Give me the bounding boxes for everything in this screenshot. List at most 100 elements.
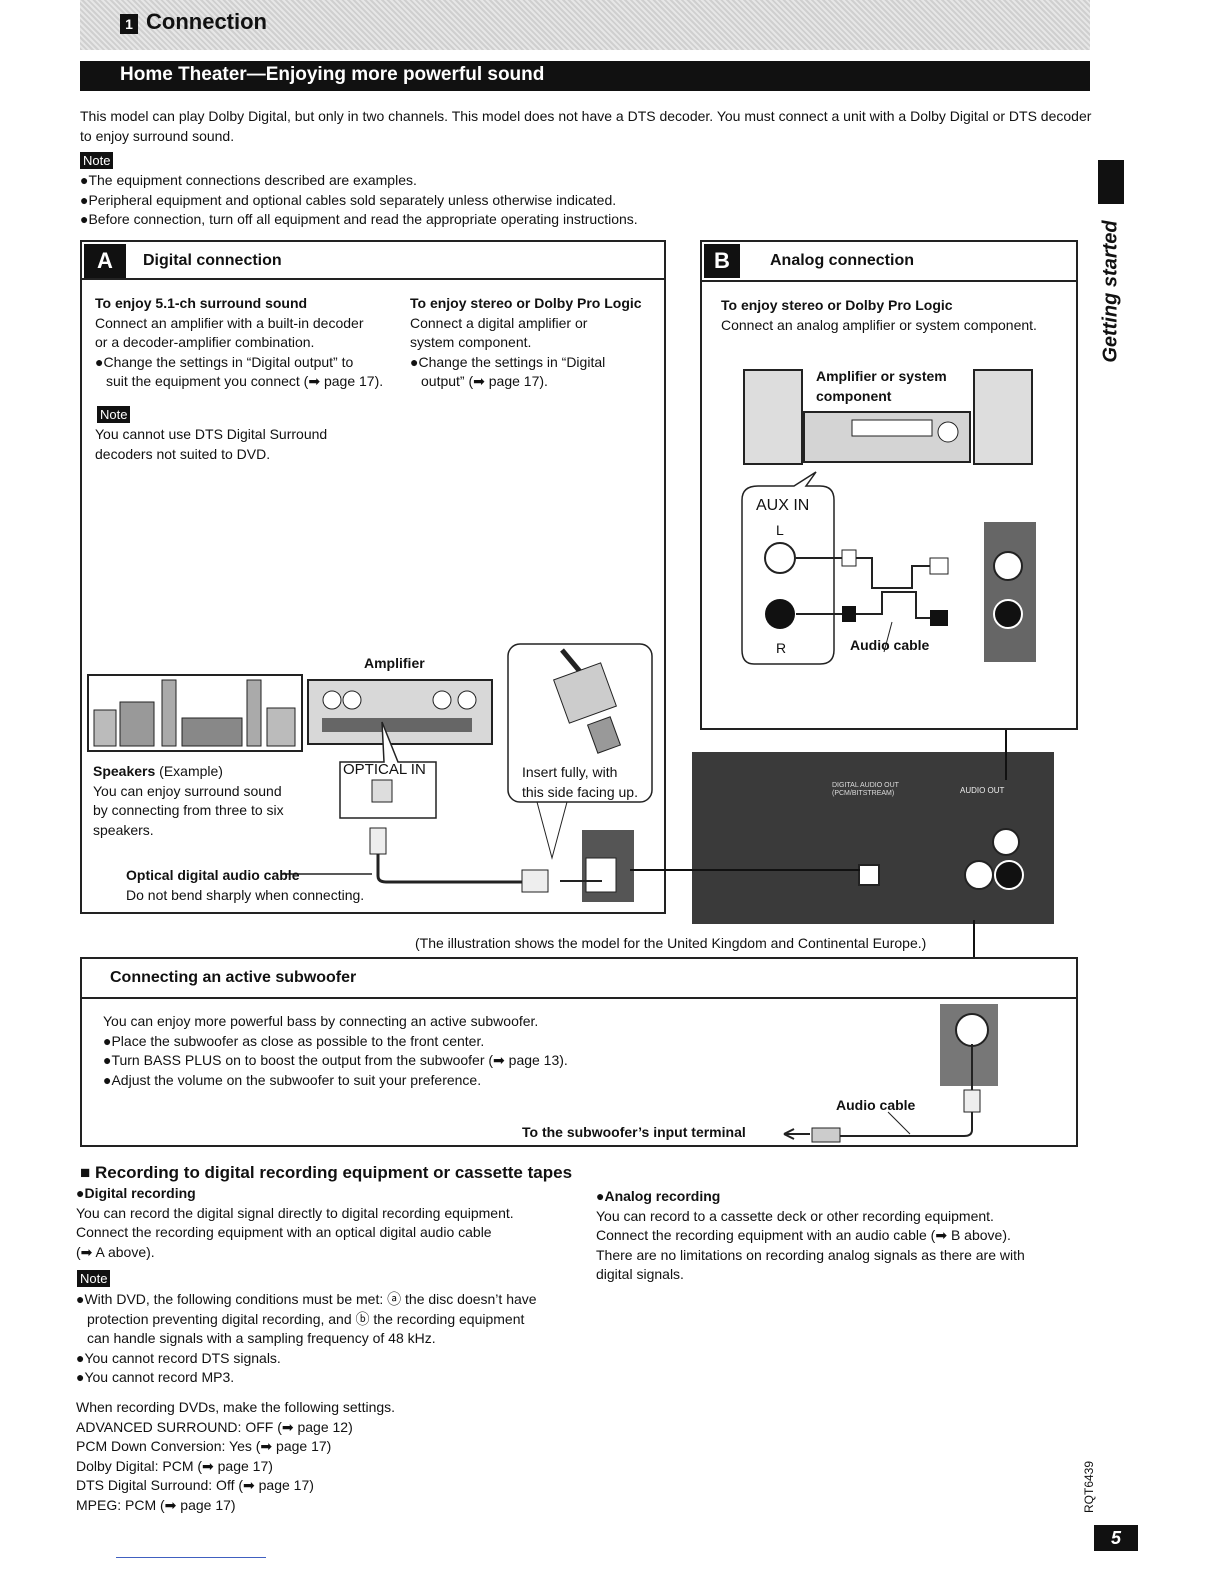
- text-line: Connect an analog amplifier or system co…: [721, 316, 1037, 333]
- subwoofer-title-row: [80, 957, 1078, 999]
- speakers-illustration: [87, 674, 303, 752]
- analog-connection-box: [700, 240, 1078, 730]
- text-line: ●Change the settings in “Digital: [410, 353, 606, 370]
- subwoofer-audio-cable-label: Audio cable: [836, 1097, 916, 1113]
- digital-out-port: [858, 864, 880, 886]
- note-badge: Note: [77, 1270, 111, 1288]
- section-number: 1: [120, 14, 138, 34]
- audio-out-port-r: [964, 860, 994, 890]
- note-badge: Note: [80, 152, 114, 170]
- optical-cable-label: Optical digital audio cable: [126, 867, 300, 883]
- text-line: Connect the recording equipment with an …: [76, 1224, 492, 1240]
- digital-out-label: DIGITAL AUDIO OUT (PCM/BITSTREAM): [832, 782, 899, 797]
- note-list: ●The equipment connections described are…: [80, 171, 638, 230]
- optical-cable-note: Do not bend sharply when connecting.: [126, 886, 365, 903]
- digital-recording-section: ●Digital recording You can record the di…: [76, 1184, 570, 1262]
- recording-title: ■ Recording to digital recording equipme…: [80, 1163, 573, 1182]
- text-line: ●Turn BASS PLUS on to boost the output f…: [103, 1052, 568, 1068]
- digital-right-heading: To enjoy stereo or Dolby Pro Logic: [410, 295, 642, 311]
- digital-left-heading: To enjoy 5.1-ch surround sound: [95, 295, 308, 311]
- analog-title-row: [700, 240, 1078, 282]
- subwoofer-illustration: [783, 1004, 998, 1143]
- text-line: You cannot use DTS Digital Surround: [95, 426, 328, 442]
- aux-r-label: R: [776, 640, 787, 656]
- section-title: Connection: [146, 9, 267, 34]
- digital-right-column: To enjoy stereo or Dolby Pro Logic Conne…: [410, 294, 665, 392]
- text-line: can handle signals with a sampling frequ…: [87, 1330, 436, 1346]
- setting-item: DTS Digital Surround: Off (➡ page 17): [76, 1477, 314, 1493]
- digital-note: You cannot use DTS Digital Surround deco…: [95, 425, 327, 464]
- analog-audio-cable-label: Audio cable: [850, 637, 930, 653]
- text-line: You can enjoy surround sound: [93, 782, 282, 799]
- analog-connection-illustration: [741, 369, 1036, 665]
- page-subtitle: Home Theater—Enjoying more powerful soun…: [120, 64, 545, 85]
- page-subtitle-bar: Home Theater—Enjoying more powerful soun…: [80, 61, 1090, 91]
- text-line: suit the equipment you connect (➡ page 1…: [106, 373, 384, 389]
- setting-item: ADVANCED SURROUND: OFF (➡ page 12): [76, 1418, 353, 1435]
- audio-out-port-sub: [994, 860, 1024, 890]
- text-line: ●You cannot record DTS signals.: [76, 1349, 281, 1366]
- text-line: ●You cannot record MP3.: [76, 1369, 235, 1385]
- text-line: ●Change the settings in “Digital output”…: [95, 353, 354, 370]
- setting-item: MPEG: PCM (➡ page 17): [76, 1496, 236, 1513]
- recording-note-list: ●With DVD, the following conditions must…: [76, 1290, 576, 1388]
- text-line: You can record the digital signal direct…: [76, 1204, 514, 1221]
- analog-heading: To enjoy stereo or Dolby Pro Logic: [721, 297, 953, 313]
- unit-rear-panel: DIGITAL AUDIO OUT (PCM/BITSTREAM) AUDIO …: [692, 752, 1054, 924]
- speakers-label: Speakers: [93, 763, 156, 779]
- text-line: ●Adjust the volume on the subwoofer to s…: [103, 1071, 482, 1088]
- text-line: or a decoder-amplifier combination.: [95, 334, 315, 350]
- text-line: When recording DVDs, make the following …: [76, 1399, 396, 1415]
- analog-recording-heading: ●Analog recording: [596, 1188, 721, 1204]
- analog-title: Analog connection: [770, 252, 914, 269]
- digital-recording-heading: ●Digital recording: [76, 1185, 196, 1201]
- text-line: ●Place the subwoofer as close as possibl…: [103, 1032, 485, 1049]
- intro-text: This model can play Dolby Digital, but o…: [80, 108, 1092, 144]
- section-header: 1 Connection: [80, 0, 1090, 50]
- text-line: component: [816, 387, 892, 404]
- text-line: Connect a digital amplifier or: [410, 314, 588, 331]
- subwoofer-title: Connecting an active subwoofer: [110, 969, 357, 986]
- rear-panel-connector-lines: [630, 730, 1007, 958]
- illustration-note: (The illustration shows the model for th…: [415, 935, 927, 951]
- text-line: protection preventing digital recording,…: [87, 1310, 525, 1327]
- subwoofer-text: You can enjoy more powerful bass by conn…: [103, 1012, 568, 1090]
- aux-in-label: AUX IN: [756, 497, 810, 514]
- text-line: (➡ A above).: [76, 1243, 155, 1260]
- setting-item: PCM Down Conversion: Yes (➡ page 17): [76, 1438, 332, 1454]
- analog-recording-section: ●Analog recording You can record to a ca…: [596, 1187, 1090, 1285]
- note-item: ●The equipment connections described are…: [80, 172, 417, 188]
- text-line: Connect an amplifier with a built-in dec…: [95, 314, 364, 331]
- text-line: decoders not suited to DVD.: [95, 445, 271, 462]
- text-line: ●With DVD, the following conditions must…: [76, 1291, 537, 1307]
- text-line: There are no limitations on recording an…: [596, 1246, 1025, 1263]
- note-item: ●Peripheral equipment and optional cable…: [80, 191, 617, 208]
- audio-out-label: AUDIO OUT: [960, 786, 1005, 795]
- optical-in-label: OPTICAL IN: [343, 761, 426, 778]
- sidebar-tab-marker: [1098, 160, 1124, 204]
- note-item: ●Before connection, turn off all equipme…: [80, 211, 638, 227]
- aux-l-label: L: [776, 522, 784, 538]
- note-badge: Note: [97, 406, 131, 424]
- digital-title-row: [80, 240, 666, 280]
- text-line: Insert fully, with: [522, 764, 618, 780]
- text-line: You can record to a cassette deck or oth…: [596, 1207, 994, 1224]
- speakers-caption: Speakers (Example) You can enjoy surroun…: [93, 762, 333, 840]
- analog-amp-label: Amplifier or system component: [816, 367, 947, 406]
- subwoofer-box: [80, 957, 1078, 1147]
- setting-item: Dolby Digital: PCM (➡ page 17): [76, 1457, 273, 1474]
- amplifier-illustration: [307, 679, 493, 745]
- digital-left-column: To enjoy 5.1-ch surround sound Connect a…: [95, 294, 405, 392]
- text-line: Amplifier or system: [816, 368, 947, 384]
- digital-connection-illustration: [87, 643, 653, 902]
- insert-instruction: Insert fully, with this side facing up.: [522, 763, 638, 802]
- audio-out-port-l: [992, 828, 1020, 856]
- text-line: output” (➡ page 17).: [421, 373, 548, 389]
- text-line: by connecting from three to six: [93, 802, 284, 818]
- text-line: speakers.: [93, 821, 154, 838]
- page-number: 5: [1094, 1525, 1138, 1551]
- sidebar-tab: Getting started: [1099, 220, 1122, 363]
- amplifier-label: Amplifier: [364, 655, 425, 671]
- subwoofer-input-terminal-label: To the subwoofer’s input terminal: [522, 1124, 746, 1140]
- digital-title: Digital connection: [143, 252, 282, 269]
